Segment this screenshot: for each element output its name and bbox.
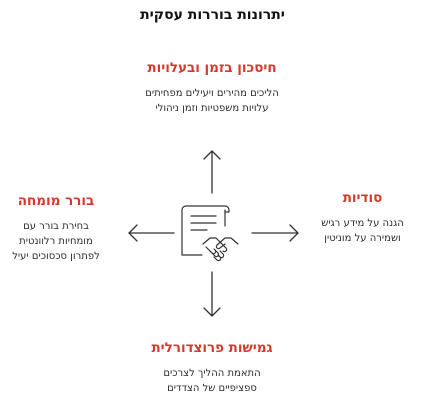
benefit-confidentiality: סודיות הגנה על מידע רגיש ושמירה על מוניט… bbox=[305, 190, 420, 246]
benefit-description: התאמת ההליך לצרכים ספציפיים של הצדדים bbox=[112, 366, 312, 396]
benefit-procedural-flexibility: גמישות פרוצדורלית התאמת ההליך לצרכים ספצ… bbox=[112, 340, 312, 396]
benefit-description: הגנה על מידע רגיש ושמירה על מוניטין bbox=[305, 216, 420, 246]
description-line: הליכים מהירים ויעילים מפחיתים bbox=[145, 88, 279, 99]
description-line: ושמירה על מוניטין bbox=[324, 233, 401, 244]
benefit-cost-time: חיסכון בזמן ובעלויות הליכים מהירים ויעיל… bbox=[112, 60, 312, 116]
benefit-title: חיסכון בזמן ובעלויות bbox=[147, 60, 277, 76]
description-line: עלויות משפטיות וזמן ניהולי bbox=[155, 103, 269, 114]
description-line: התאמת ההליך לצרכים bbox=[163, 368, 261, 379]
diagram-title: יתרונות בוררות עסקית bbox=[140, 7, 285, 23]
arrow-left bbox=[128, 224, 175, 242]
benefit-title: סודיות bbox=[342, 190, 383, 206]
description-line: מומחיות רלוונטית bbox=[19, 236, 93, 247]
arrow-up bbox=[203, 150, 221, 194]
benefit-description: הליכים מהירים ויעילים מפחיתים עלויות משפ… bbox=[112, 86, 312, 116]
benefit-title: בורר מומחה bbox=[17, 193, 95, 209]
contract-handshake-icon bbox=[181, 205, 239, 262]
arrow-right bbox=[251, 224, 299, 242]
arrow-down bbox=[203, 271, 221, 317]
benefit-title: גמישות פרוצדורלית bbox=[151, 340, 273, 356]
benefit-expert-arbitrator: בורר מומחה בחירת בורר עם מומחיות רלוונטי… bbox=[0, 193, 112, 264]
description-line: לפתרון סכסוכים יעיל bbox=[12, 251, 100, 262]
description-line: ספציפיים של הצדדים bbox=[167, 383, 257, 394]
benefit-description: בחירת בורר עם מומחיות רלוונטית לפתרון סכ… bbox=[0, 219, 112, 264]
description-line: הגנה על מידע רגיש bbox=[321, 218, 404, 229]
description-line: בחירת בורר עם bbox=[23, 221, 89, 232]
